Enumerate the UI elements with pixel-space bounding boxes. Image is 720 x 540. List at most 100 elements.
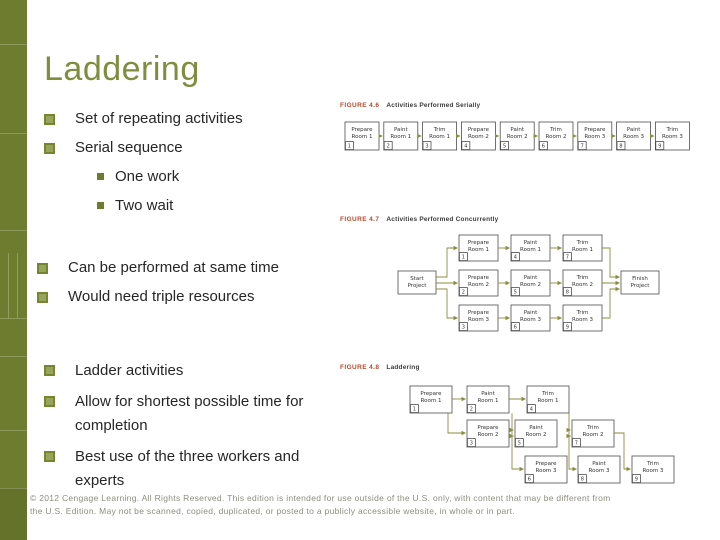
copyright-footer: © 2012 Cengage Learning. All Rights Rese… — [30, 492, 710, 518]
bullet-text: Can be performed at same time — [68, 259, 279, 276]
svg-text:Prepare: Prepare — [468, 240, 490, 246]
figure-caption-text: Activities Performed Serially — [386, 102, 481, 109]
figure-label: FIGURE 4.8 — [340, 364, 380, 371]
bullet-item: One work — [97, 166, 243, 188]
svg-text:5: 5 — [514, 290, 517, 296]
band-bottom-segment — [0, 488, 27, 540]
svg-text:1: 1 — [413, 407, 416, 413]
svg-text:Room 3: Room 3 — [623, 134, 644, 140]
svg-text:Room 3: Room 3 — [468, 317, 489, 323]
svg-text:2: 2 — [462, 290, 465, 296]
svg-text:Prepare: Prepare — [468, 310, 490, 316]
svg-text:Trim: Trim — [646, 461, 659, 467]
bullet-item: Serial sequence — [44, 137, 243, 159]
connector-arrow — [436, 245, 458, 278]
svg-text:9: 9 — [658, 144, 661, 150]
bullet-text: Best use of the three workers and expert… — [75, 448, 300, 489]
figure-caption: FIGURE 4.6 Activities Performed Serially — [340, 102, 480, 109]
connector-arrow — [568, 436, 577, 472]
svg-text:Paint: Paint — [524, 310, 538, 316]
svg-text:Paint: Paint — [510, 127, 524, 133]
svg-text:Room 1: Room 1 — [352, 134, 373, 140]
bullet-square-icon — [44, 396, 55, 407]
bullet-item: Allow for shortest possible time for com… — [44, 390, 310, 438]
svg-text:Room 1: Room 1 — [421, 398, 442, 404]
svg-text:Prepare: Prepare — [351, 127, 373, 133]
band-stripe — [8, 253, 9, 318]
band-divider — [0, 44, 27, 45]
bullet-text: Set of repeating activities — [75, 110, 243, 127]
band-divider — [0, 488, 27, 489]
svg-text:Trim: Trim — [576, 275, 589, 281]
svg-text:1: 1 — [462, 255, 465, 261]
svg-text:Room 2: Room 2 — [478, 432, 499, 438]
svg-text:Room 3: Room 3 — [662, 134, 683, 140]
svg-text:Trim: Trim — [549, 127, 562, 133]
connector-arrow — [614, 432, 631, 472]
svg-text:Paint: Paint — [394, 127, 408, 133]
bullet-text: Serial sequence — [75, 139, 183, 156]
svg-text:Room 1: Room 1 — [520, 247, 541, 253]
connector-arrow — [509, 430, 514, 439]
svg-text:Room 2: Room 2 — [546, 134, 567, 140]
svg-text:3: 3 — [470, 441, 473, 447]
svg-text:Room 1: Room 1 — [390, 134, 411, 140]
connector-arrow — [447, 413, 466, 436]
bullet-item: Ladder activities — [44, 359, 310, 383]
svg-text:8: 8 — [581, 477, 584, 483]
svg-text:Paint: Paint — [592, 461, 606, 467]
figure-label: FIGURE 4.6 — [340, 102, 380, 109]
svg-text:6: 6 — [514, 325, 517, 331]
band-divider — [0, 356, 27, 357]
svg-text:Room 2: Room 2 — [507, 134, 528, 140]
bullet-square-icon — [44, 451, 55, 462]
svg-text:4: 4 — [464, 144, 467, 150]
svg-text:7: 7 — [566, 255, 569, 261]
svg-text:Paint: Paint — [529, 425, 543, 431]
svg-text:Trim: Trim — [433, 127, 446, 133]
bullet-text: Would need triple resources — [68, 288, 255, 305]
svg-text:Room 1: Room 1 — [478, 398, 499, 404]
svg-text:Room 1: Room 1 — [538, 398, 559, 404]
bullet-text: One work — [115, 168, 180, 185]
svg-text:Paint: Paint — [524, 275, 538, 281]
svg-text:Project: Project — [408, 283, 428, 289]
bullet-item: Two wait — [97, 195, 243, 217]
svg-text:Room 1: Room 1 — [429, 134, 450, 140]
svg-text:Room 2: Room 2 — [520, 282, 541, 288]
svg-text:Room 3: Room 3 — [584, 134, 605, 140]
svg-text:Prepare: Prepare — [535, 461, 557, 467]
svg-text:Trim: Trim — [576, 240, 589, 246]
band-stripe — [17, 253, 18, 318]
bullet-square-icon — [97, 202, 104, 209]
svg-text:9: 9 — [566, 325, 569, 331]
left-accent-band — [0, 0, 27, 540]
svg-text:Room 1: Room 1 — [468, 247, 489, 253]
connector-arrow — [602, 286, 620, 319]
